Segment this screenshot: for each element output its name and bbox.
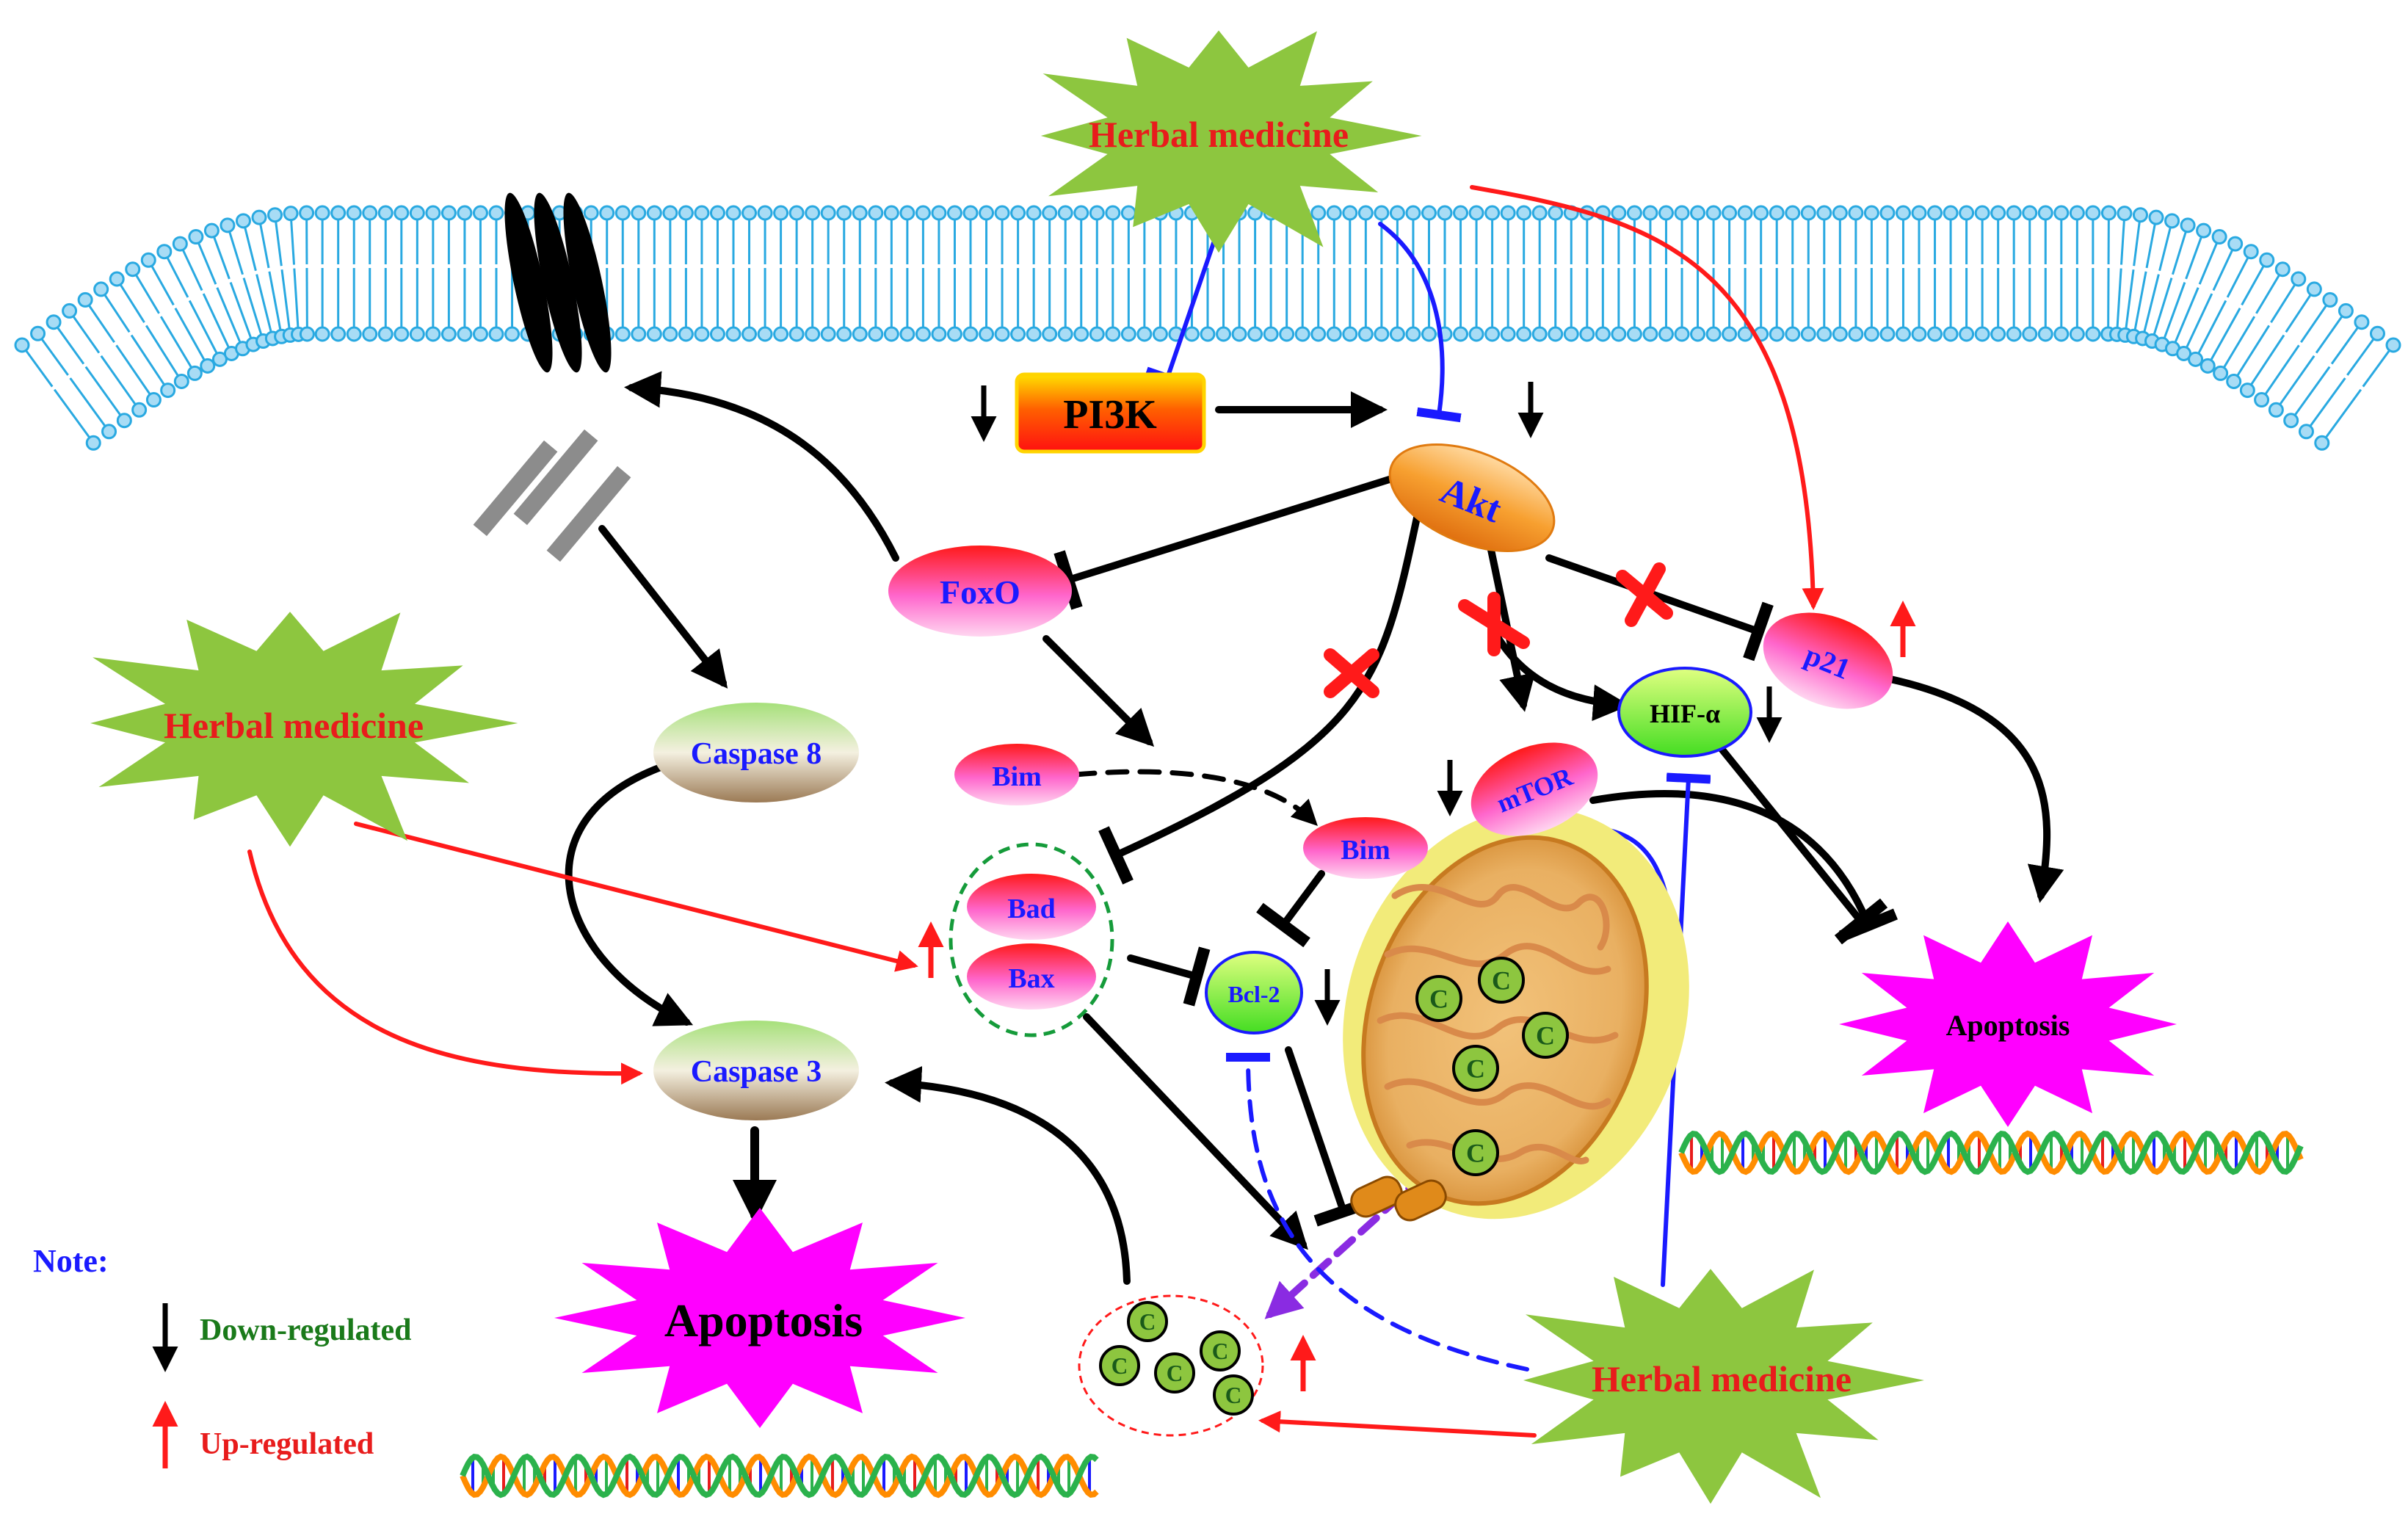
cytochrome-c: C bbox=[1522, 1012, 1569, 1059]
apoptosis-big-starburst bbox=[554, 1208, 965, 1428]
herb-promote-casp3 bbox=[247, 849, 643, 1085]
cytochrome-c: C bbox=[1478, 957, 1525, 1004]
node-bim-2: Bim bbox=[1303, 817, 1428, 879]
inhibit-akt-foxo bbox=[1054, 470, 1412, 610]
legend: Note: Down-regulated Up-regulated bbox=[33, 1243, 412, 1468]
svg-text:C: C bbox=[1111, 1353, 1128, 1379]
cytochrome-c: C bbox=[1452, 1129, 1499, 1176]
inhibit-bax-bcl2 bbox=[1127, 946, 1211, 1007]
svg-text:C: C bbox=[1139, 1309, 1156, 1335]
legend-up-label: Up-regulated bbox=[200, 1427, 374, 1461]
node-bim-1: Bim bbox=[954, 744, 1079, 805]
inhibit-bcl2-release bbox=[1285, 1046, 1374, 1227]
apoptosis-small-label: Apoptosis bbox=[1946, 1009, 2070, 1042]
apoptosis-small-starburst bbox=[1839, 921, 2177, 1127]
dashed-arrow-bim-bim bbox=[1073, 769, 1318, 826]
svg-text:C: C bbox=[1466, 1054, 1485, 1084]
node-bax bbox=[967, 943, 1096, 1010]
block-marks bbox=[1324, 562, 1673, 698]
herb-inhibit-bcl2-dashed bbox=[1225, 1052, 1529, 1371]
herb-inhibit-akt bbox=[1378, 222, 1462, 423]
arrow-casp8-casp3 bbox=[565, 764, 694, 1026]
caspase3-label: Caspase 3 bbox=[691, 1055, 822, 1089]
cytochrome-c: C bbox=[1099, 1345, 1140, 1386]
node-bcl2: Bcl-2 bbox=[1205, 951, 1303, 1034]
herb-promote-p21 bbox=[1470, 185, 1824, 610]
svg-text:C: C bbox=[1225, 1383, 1242, 1408]
legend-title: Note: bbox=[33, 1243, 109, 1279]
cytochrome-c: C bbox=[1415, 975, 1462, 1022]
connectors bbox=[247, 185, 2064, 1438]
node-akt: Akt bbox=[1388, 443, 1556, 553]
arrow-bax-release bbox=[1083, 1013, 1308, 1250]
bax-label: Bax bbox=[1008, 963, 1054, 994]
herb-bottom-starburst bbox=[1523, 1269, 1924, 1504]
herb-promote-cytc bbox=[1258, 1410, 1537, 1438]
bad-label: Bad bbox=[1007, 894, 1055, 924]
inhibit-bim-bcl2 bbox=[1256, 870, 1325, 948]
node-mtor: mTOR bbox=[1470, 742, 1598, 836]
hif-label: HIF-α bbox=[1650, 699, 1720, 728]
mitochondrion bbox=[1343, 807, 1689, 1222]
herb-bottom-label: Herbal medicine bbox=[1592, 1358, 1852, 1399]
svg-text:C: C bbox=[1492, 966, 1511, 996]
cytochrome-c: C bbox=[1200, 1330, 1241, 1371]
regulation-indicators bbox=[918, 382, 1916, 1391]
svg-text:C: C bbox=[1429, 985, 1448, 1014]
cytochrome-c: C bbox=[1213, 1374, 1254, 1416]
block-x-akt-bad bbox=[1324, 648, 1379, 698]
node-foxo: FoxO bbox=[888, 546, 1072, 637]
svg-text:C: C bbox=[1212, 1338, 1229, 1364]
node-p21: p21 bbox=[1763, 612, 1893, 709]
node-hif-alpha: HIF-α bbox=[1617, 667, 1752, 758]
arrow-receptor-casp8 bbox=[598, 525, 728, 689]
svg-text:C: C bbox=[1536, 1021, 1555, 1051]
svg-text:C: C bbox=[1167, 1360, 1183, 1386]
arrow-foxo-receptor bbox=[624, 371, 899, 562]
dna-helix-right bbox=[1678, 1130, 2304, 1175]
herb-inhibit-pi3k bbox=[1145, 236, 1217, 390]
arrow-p21-apoptosis bbox=[1887, 675, 2064, 903]
arrow-akt-mtor bbox=[1483, 525, 1536, 712]
herb-top-starburst bbox=[1040, 30, 1422, 253]
node-caspase3: Caspase 3 bbox=[653, 1021, 859, 1120]
arrow-cytc-casp3 bbox=[885, 1066, 1131, 1285]
bim2-label: Bim bbox=[1341, 835, 1390, 866]
death-receptor bbox=[473, 192, 631, 562]
caspase8-label: Caspase 8 bbox=[691, 737, 822, 771]
cytochrome-c: C bbox=[1452, 1045, 1499, 1092]
herb-left-starburst bbox=[90, 612, 518, 847]
herb-top-label: Herbal medicine bbox=[1089, 114, 1349, 155]
arrow-foxo-bim bbox=[1042, 635, 1155, 747]
bad-bax-complex: Bad Bax bbox=[949, 842, 1114, 1037]
herb-promote-bad-bax bbox=[354, 822, 918, 972]
inhibit-akt-bad bbox=[1098, 514, 1421, 885]
cell-membrane bbox=[14, 205, 2401, 451]
svg-text:C: C bbox=[1466, 1139, 1485, 1168]
legend-down-label: Down-regulated bbox=[200, 1313, 412, 1347]
foxo-label: FoxO bbox=[940, 573, 1020, 611]
node-bad bbox=[967, 874, 1096, 940]
bcl2-label: Bcl-2 bbox=[1227, 981, 1280, 1007]
block-x-akt-mtor bbox=[1458, 592, 1530, 656]
cytochrome-c: C bbox=[1154, 1352, 1195, 1394]
released-cytochrome-c bbox=[1078, 1294, 1264, 1437]
cytochrome-c: C bbox=[1127, 1301, 1168, 1342]
herb-left-label: Herbal medicine bbox=[164, 705, 424, 746]
apoptosis-big-label: Apoptosis bbox=[664, 1294, 863, 1347]
arrow-akt-hif bbox=[1487, 620, 1630, 722]
inhibit-hif-apoptosis bbox=[1718, 745, 1888, 945]
node-pi3k: PI3K bbox=[1015, 372, 1206, 454]
bim1-label: Bim bbox=[992, 761, 1042, 792]
dna-helix-left bbox=[460, 1453, 1099, 1499]
pi3k-label: PI3K bbox=[1063, 392, 1157, 438]
block-x-akt-p21 bbox=[1616, 562, 1673, 627]
node-caspase8: Caspase 8 bbox=[653, 703, 859, 802]
